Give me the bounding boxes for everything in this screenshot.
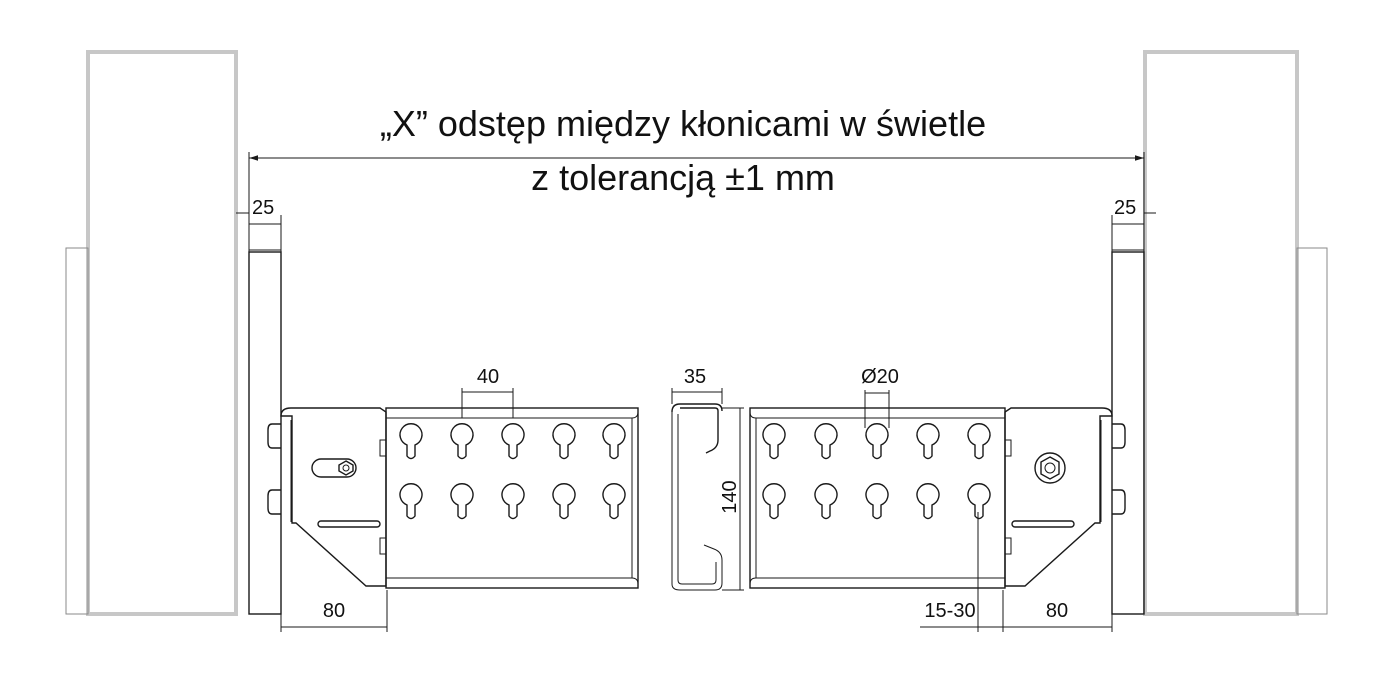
keyhole bbox=[967, 423, 991, 460]
right-post bbox=[1143, 50, 1328, 616]
keyhole bbox=[450, 483, 474, 520]
left-bracket bbox=[267, 407, 387, 587]
dim-label-80-left: 80 bbox=[323, 600, 345, 622]
dimension-80-right bbox=[1002, 590, 1113, 632]
title-line-2: z tolerancją ±1 mm bbox=[531, 157, 835, 198]
keyhole bbox=[916, 423, 940, 460]
dimension-140 bbox=[722, 407, 744, 591]
keyhole bbox=[814, 483, 838, 520]
keyhole bbox=[865, 423, 889, 460]
keyhole-holes-right bbox=[762, 423, 991, 520]
keyhole bbox=[762, 483, 786, 520]
keyhole-holes-left bbox=[399, 423, 626, 520]
dim-label-25-right: 25 bbox=[1114, 197, 1136, 219]
keyhole bbox=[501, 483, 525, 520]
keyhole bbox=[916, 483, 940, 520]
left-channel bbox=[385, 407, 639, 589]
right-channel bbox=[749, 407, 1006, 589]
keyhole bbox=[865, 483, 889, 520]
keyhole bbox=[602, 483, 626, 520]
dim-label-80-right: 80 bbox=[1046, 600, 1068, 622]
keyhole bbox=[399, 483, 423, 520]
left-post bbox=[65, 50, 238, 616]
dimension-80-left bbox=[280, 590, 388, 632]
keyhole bbox=[501, 423, 525, 460]
right-mount-plate bbox=[1111, 251, 1145, 615]
keyhole bbox=[399, 423, 423, 460]
keyhole bbox=[814, 423, 838, 460]
c-profile bbox=[671, 403, 723, 591]
dim-label-25-left: 25 bbox=[252, 197, 274, 219]
dim-label-40: 40 bbox=[477, 366, 499, 388]
keyhole bbox=[450, 423, 474, 460]
left-mount-plate bbox=[248, 251, 282, 615]
keyhole bbox=[552, 423, 576, 460]
keyhole bbox=[967, 483, 991, 520]
dimension-x bbox=[248, 152, 1145, 252]
title-line-1: „X” odstęp między kłonicami w świetle bbox=[380, 103, 986, 144]
keyhole bbox=[552, 483, 576, 520]
dimension-40 bbox=[461, 388, 514, 418]
dimension-15-30 bbox=[920, 512, 1003, 632]
dimension-25-left bbox=[236, 212, 282, 252]
right-bracket bbox=[1004, 407, 1126, 587]
keyhole bbox=[762, 423, 786, 460]
dim-label-15-30: 15-30 bbox=[924, 600, 975, 622]
dimension-35 bbox=[671, 388, 723, 404]
keyhole bbox=[602, 423, 626, 460]
dimension-25-right bbox=[1111, 212, 1156, 252]
dim-label-35: 35 bbox=[684, 366, 706, 388]
dim-label-diameter: Ø20 bbox=[861, 366, 899, 388]
dimension-diameter-20 bbox=[864, 390, 890, 428]
dim-label-140: 140 bbox=[719, 480, 741, 513]
